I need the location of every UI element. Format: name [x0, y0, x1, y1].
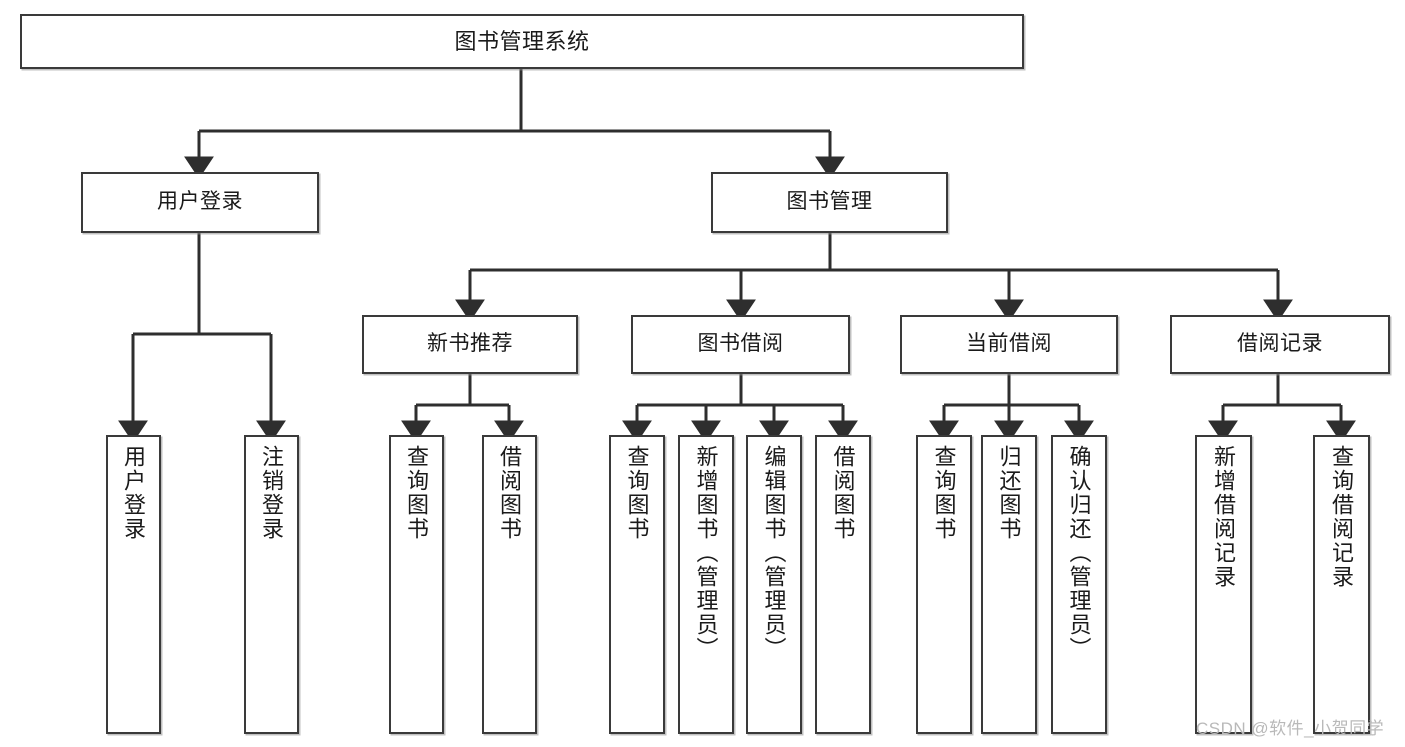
leaf-query-book-recommend[interactable]: 查询图书: [389, 435, 444, 734]
leaf-return-book[interactable]: 归还图书: [981, 435, 1037, 734]
node-label: 用户登录: [157, 190, 243, 214]
leaf-edit-book-admin[interactable]: 编辑图书（管理员）: [746, 435, 802, 734]
node-label: 编辑图书（管理员）: [761, 445, 787, 661]
node-book-borrow[interactable]: 图书借阅: [631, 315, 850, 374]
node-label: 借阅记录: [1237, 332, 1323, 356]
node-label: 查询图书: [404, 445, 430, 541]
node-label: 确认归还（管理员）: [1066, 445, 1092, 661]
leaf-borrow-book-borrow[interactable]: 借阅图书: [815, 435, 871, 734]
node-label: 归还图书: [996, 445, 1022, 541]
node-label: 借阅图书: [830, 445, 856, 541]
node-label: 当前借阅: [966, 332, 1052, 356]
node-label: 查询图书: [624, 445, 650, 541]
leaf-query-book-current[interactable]: 查询图书: [916, 435, 972, 734]
node-new-book-recommend[interactable]: 新书推荐: [362, 315, 578, 374]
node-book-manage[interactable]: 图书管理: [711, 172, 948, 233]
node-user-login[interactable]: 用户登录: [81, 172, 319, 233]
node-label: 借阅图书: [497, 445, 523, 541]
leaf-user-login[interactable]: 用户登录: [106, 435, 161, 734]
node-label: 图书管理: [786, 190, 873, 214]
node-label: 新增借阅记录: [1211, 445, 1237, 589]
leaf-query-borrow-record[interactable]: 查询借阅记录: [1313, 435, 1370, 734]
node-current-borrow[interactable]: 当前借阅: [900, 315, 1118, 374]
node-label: 图书借阅: [697, 332, 784, 356]
node-label: 新书推荐: [427, 332, 513, 356]
leaf-query-book-borrow[interactable]: 查询图书: [609, 435, 665, 734]
leaf-add-book-admin[interactable]: 新增图书（管理员）: [678, 435, 734, 734]
node-root-system[interactable]: 图书管理系统: [20, 14, 1024, 69]
node-label: 查询图书: [931, 445, 957, 541]
leaf-borrow-book-recommend[interactable]: 借阅图书: [482, 435, 537, 734]
node-label: 注销登录: [259, 445, 285, 541]
node-label: 新增图书（管理员）: [693, 445, 719, 661]
leaf-confirm-return-admin[interactable]: 确认归还（管理员）: [1051, 435, 1107, 734]
node-label: 用户登录: [121, 445, 147, 541]
node-label: 查询借阅记录: [1329, 445, 1355, 589]
node-borrow-record[interactable]: 借阅记录: [1170, 315, 1390, 374]
node-label: 图书管理系统: [454, 28, 590, 54]
csdn-watermark: CSDN @软件_小贺同学: [1196, 719, 1385, 738]
leaf-add-borrow-record[interactable]: 新增借阅记录: [1195, 435, 1252, 734]
leaf-logout[interactable]: 注销登录: [244, 435, 299, 734]
